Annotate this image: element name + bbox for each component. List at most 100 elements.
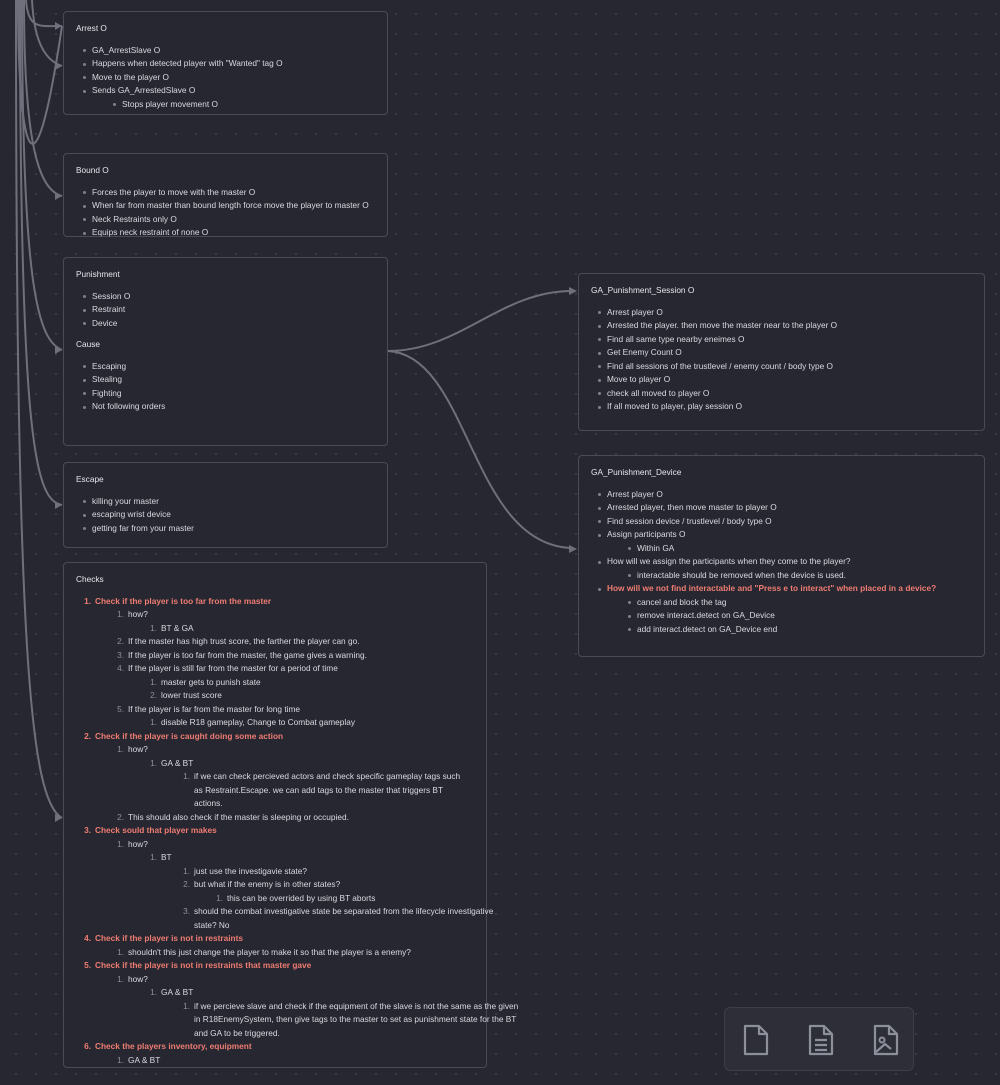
list-item: Forces the player to move with the maste…	[76, 186, 375, 200]
list-item: Move to the player O	[76, 71, 375, 85]
bound-card[interactable]: Bound O Forces the player to move with t…	[63, 153, 388, 237]
checks-card[interactable]: Checks 1. Check if the player is too far…	[63, 562, 518, 1068]
list-item-text: how?	[128, 744, 148, 754]
list-item: Stops player movement O	[106, 98, 375, 112]
list-item: cancel and block the tag	[621, 596, 972, 610]
card-title: Arrest O	[76, 23, 107, 33]
list-item-text: If the player is still far from the mast…	[128, 663, 338, 673]
punishment-card[interactable]: Punishment Session O Restraint Device Ca…	[63, 257, 388, 446]
list-item: Session O	[76, 290, 375, 304]
check-heading: Check the players inventory, equipment	[95, 1041, 252, 1051]
list-item: Neck Restraints only O	[76, 213, 375, 227]
list-item: 2.This should also check if the master i…	[117, 811, 349, 822]
list-item: Happens when detected player with "Wante…	[76, 57, 375, 71]
escape-list: killing your master escaping wrist devic…	[76, 495, 375, 536]
list-item: getting far from your master	[76, 522, 375, 536]
list-item: Device	[76, 317, 375, 331]
list-item: 1.GA & BT 1.if we can check percieved ac…	[142, 757, 474, 811]
list-item-text: How will we assign the participants when…	[607, 556, 851, 566]
list-number: 2.	[117, 636, 124, 646]
list-item-text: BT & GA	[161, 622, 194, 633]
list-item-text: lower trust score	[161, 690, 222, 700]
list-item: Move to player O	[591, 373, 972, 387]
list-item: When far from master than bound length f…	[76, 199, 375, 213]
list-item: Find all same type nearby eneimes O	[591, 333, 972, 347]
list-item: 1.this can be overrided by using BT abor…	[216, 892, 376, 903]
list-item-text: this can be overrided by using BT aborts	[227, 892, 376, 903]
card-title: GA_Punishment_Session O	[591, 285, 695, 295]
list-item: 1.BT 1.just use the investigavie state? …	[142, 851, 493, 932]
list-item: Stealing	[76, 373, 375, 387]
list-item: Arrest player O	[591, 488, 972, 502]
bound-list: Forces the player to move with the maste…	[76, 186, 375, 240]
list-item: GA_ArrestSlave O	[76, 44, 375, 58]
list-item-text: disable R18 gameplay, Change to Combat g…	[161, 717, 356, 727]
list-item-text: how?	[128, 973, 148, 984]
add-document-button[interactable]	[800, 1020, 840, 1060]
list-item: Arrested player, then move master to pla…	[591, 501, 972, 515]
card-title: Bound O	[76, 165, 109, 175]
list-item: Sends GA_ArrestedSlave O Stops player mo…	[76, 84, 375, 111]
list-item: 4. If the player is still far from the ma…	[109, 662, 474, 703]
list-item: Get Enemy Count O	[591, 346, 972, 360]
add-note-button[interactable]	[735, 1020, 775, 1060]
list-item-text: GA & BT	[128, 1054, 161, 1065]
check-item: 2. Check if the player is caught doing s…	[76, 730, 474, 825]
list-item: 1.master gets to punish state	[150, 676, 261, 687]
list-number: 3.	[117, 649, 124, 660]
list-item: 2.but what if the enemy is in other stat…	[175, 878, 474, 905]
list-item: 1.if we percieve slave and check if the …	[183, 1000, 519, 1038]
list-item: 1.how? 1.BT & GA	[109, 608, 474, 635]
list-item: Arrest player O	[591, 306, 972, 320]
cause-title: Cause	[76, 339, 100, 349]
card-title: Checks	[76, 574, 104, 584]
escape-card[interactable]: Escape killing your master escaping wris…	[63, 462, 388, 548]
list-item: 1.how? 1.GA & BT 1.if we percieve slave …	[109, 973, 518, 1041]
check-heading: Check sould that player makes	[95, 825, 217, 835]
list-item-text: If the master has high trust score, the …	[128, 636, 360, 646]
list-item: Restraint	[76, 303, 375, 317]
list-item-text: How will we not find interactable and "P…	[607, 583, 937, 593]
list-item: Within GA	[621, 542, 972, 556]
list-item: How will we not find interactable and "P…	[591, 582, 972, 636]
arrest-card[interactable]: Arrest O GA_ArrestSlave O Happens when d…	[63, 11, 388, 115]
list-item: 1.GA & BT 1.if we percieve slave and che…	[142, 986, 518, 1040]
list-item: Fighting	[76, 387, 375, 401]
card-title: GA_Punishment_Device	[591, 467, 682, 477]
list-item-text: Sends GA_ArrestedSlave O	[92, 85, 196, 95]
punishment-device-card[interactable]: GA_Punishment_Device Arrest player O Arr…	[578, 455, 985, 657]
checks-list: 1. Check if the player is too far from t…	[76, 595, 518, 1068]
list-item: 1.how? 1.BT 1.just use the investigavie …	[109, 838, 493, 933]
list-item: Find all sessions of the trustlevel / en…	[591, 360, 972, 374]
check-item: 5. Check if the player is not in restrai…	[76, 959, 518, 1041]
canvas-toolbar	[724, 1007, 914, 1071]
list-item: 1.shouldn't this just change the player …	[117, 946, 411, 957]
list-item: 3. If the player is too far from the mast…	[109, 649, 474, 663]
check-number: 3.	[84, 825, 91, 835]
check-item: 1. Check if the player is too far from t…	[76, 595, 474, 730]
list-item-text: If the player is too far from the master…	[128, 649, 367, 660]
list-item: 3.should the combat investigative state …	[183, 906, 494, 930]
list-item: 1.if we can check percieved actors and c…	[183, 771, 461, 808]
note-icon	[743, 1024, 769, 1056]
punishment-session-card[interactable]: GA_Punishment_Session O Arrest player O …	[578, 273, 985, 431]
check-number: 1.	[84, 595, 91, 606]
check-heading: Check if the player is not in restraints…	[95, 960, 312, 970]
list-item: interactable should be removed when the …	[621, 569, 972, 583]
list-item-text: but what if the enemy is in other states…	[194, 879, 341, 889]
list-item: If all moved to player, play session O	[591, 400, 972, 414]
arrest-list: GA_ArrestSlave O Happens when detected p…	[76, 44, 375, 112]
image-file-icon	[873, 1024, 899, 1056]
list-item: 2.lower trust score	[150, 690, 222, 700]
list-item: 1.GA & BT	[117, 1054, 161, 1065]
check-heading: Check if the player is too far from the …	[95, 595, 272, 606]
list-number: 4.	[117, 663, 124, 673]
check-item: 4. Check if the player is not in restrai…	[76, 932, 474, 959]
list-item: escaping wrist device	[76, 508, 375, 522]
list-item: 1.disable R18 gameplay, Change to Combat…	[150, 717, 356, 727]
check-heading: Check if the player is not in restraints	[95, 933, 244, 943]
add-image-button[interactable]	[865, 1020, 905, 1060]
list-item: How will we assign the participants when…	[591, 555, 972, 582]
list-number: 5.	[117, 703, 124, 714]
device-list: Arrest player O Arrested player, then mo…	[591, 488, 972, 637]
